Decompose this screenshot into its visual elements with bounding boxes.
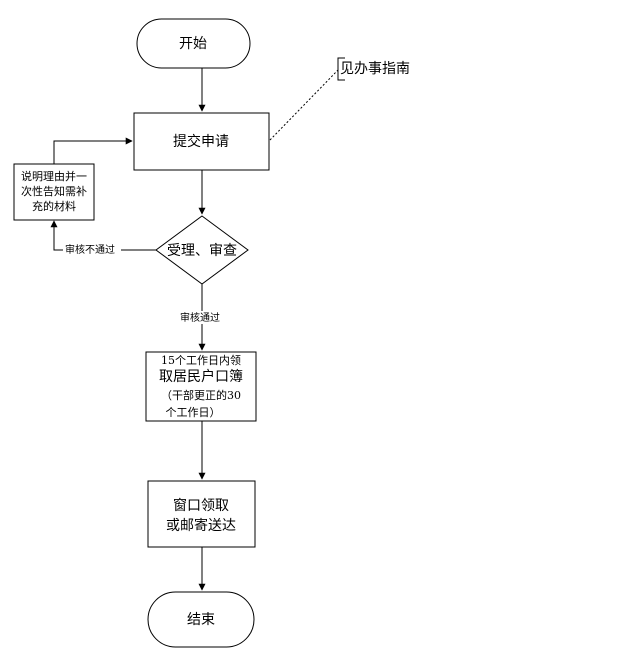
collect-line-3: （干部更正的30 [161,388,241,402]
review-label: 受理、审查 [167,243,237,259]
collect-line-1: 15个工作日内领 [161,353,241,367]
submit-box [133,112,270,171]
edge-review-supplement [50,220,156,251]
guide-note-label: 见办事指南 [340,61,410,77]
start-label: 开始 [179,36,207,52]
submit-label: 提交申请 [173,133,229,150]
supplement-box [13,163,95,221]
edge-supplement-submit [53,137,133,164]
supplement-line-2: 次性告知需补 [21,184,87,198]
end-label: 结束 [187,612,215,628]
collect-line-4: 个工作日） [166,406,221,419]
collect-box [145,351,257,422]
guide-note-connector [269,69,339,141]
guide-note-bracket [337,57,345,81]
start-terminal [136,18,251,69]
edge-pass-label: 审核通过 [180,311,220,324]
collect-line-2: 取居民户口簿 [159,368,243,385]
supplement-line-1: 说明理由并一 [21,169,87,183]
pass-label-bg [178,311,226,324]
edge-fail-label: 审核不通过 [65,243,115,256]
deliver-line-2: 或邮寄送达 [166,517,236,534]
end-terminal [147,591,255,648]
supplement-line-3: 充的材料 [32,199,76,213]
deliver-box [147,480,256,548]
fail-label-bg [63,243,121,256]
deliver-line-1: 窗口领取 [173,497,229,514]
